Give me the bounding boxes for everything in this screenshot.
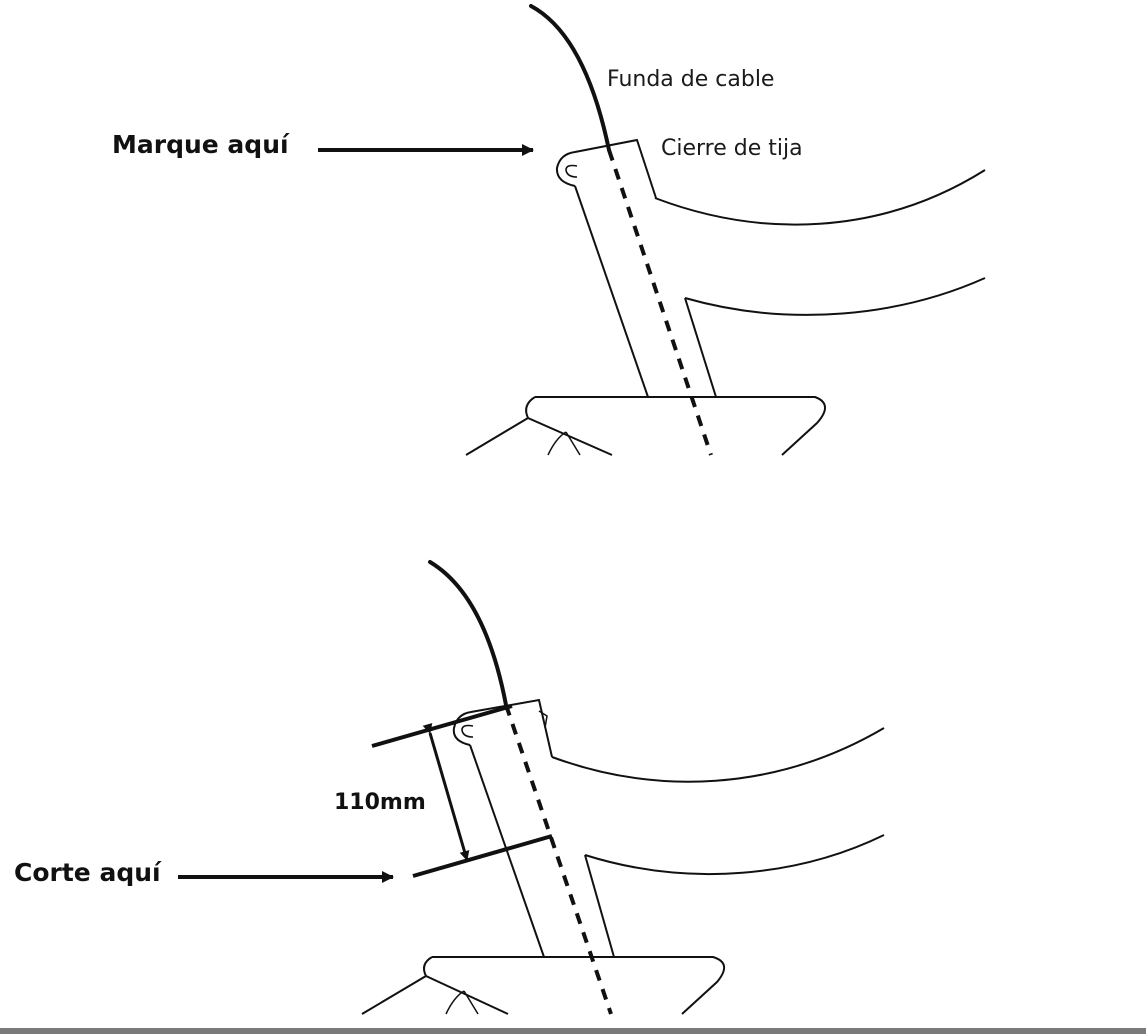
seatpost-clamp-label: Cierre de tija — [661, 136, 803, 161]
bottom-shell — [535, 396, 826, 456]
top-tube-lower-edge — [584, 834, 885, 876]
seatpost-clamp-slot — [461, 724, 474, 738]
mark-here-label: Marque aquí — [112, 130, 290, 159]
top-tube-upper-edge — [551, 727, 885, 783]
internal-cable-route — [607, 149, 713, 456]
top-tube-upper-edge — [654, 169, 986, 226]
bottom-rule — [0, 1028, 1146, 1034]
top-tube-lower-edge — [684, 277, 986, 316]
mark-reference-line — [371, 704, 513, 748]
bottom-shell-left — [423, 956, 509, 1015]
chainring-hint — [445, 990, 479, 1015]
seatpost-clamp — [555, 138, 657, 199]
chainstay-left — [361, 975, 427, 1015]
cut-here-label: Corte aquí — [14, 858, 162, 887]
cable-housing — [428, 560, 508, 707]
internal-cable-route — [504, 704, 613, 1015]
dimension-arrow — [422, 722, 470, 861]
cut-line — [412, 834, 553, 878]
seat-tube-right-edge — [684, 297, 717, 398]
bottom-shell-left — [525, 396, 613, 456]
seatpost-clamp-slot — [565, 164, 578, 178]
bottom-shell — [432, 956, 725, 1015]
cable-housing — [529, 4, 611, 152]
seat-tube-left-edge — [574, 185, 649, 398]
chainring-hint — [547, 431, 581, 456]
bottom-panel: 110mm Corte aquí — [14, 560, 885, 1015]
top-panel: Funda de cable Cierre de tija Marque aqu… — [112, 4, 986, 456]
dimension-label: 110mm — [334, 790, 426, 815]
seatpost-clamp-notch — [538, 710, 548, 729]
seat-tube-right-edge — [584, 854, 615, 958]
chainstay-left — [465, 417, 529, 456]
cable-housing-label: Funda de cable — [607, 67, 774, 92]
